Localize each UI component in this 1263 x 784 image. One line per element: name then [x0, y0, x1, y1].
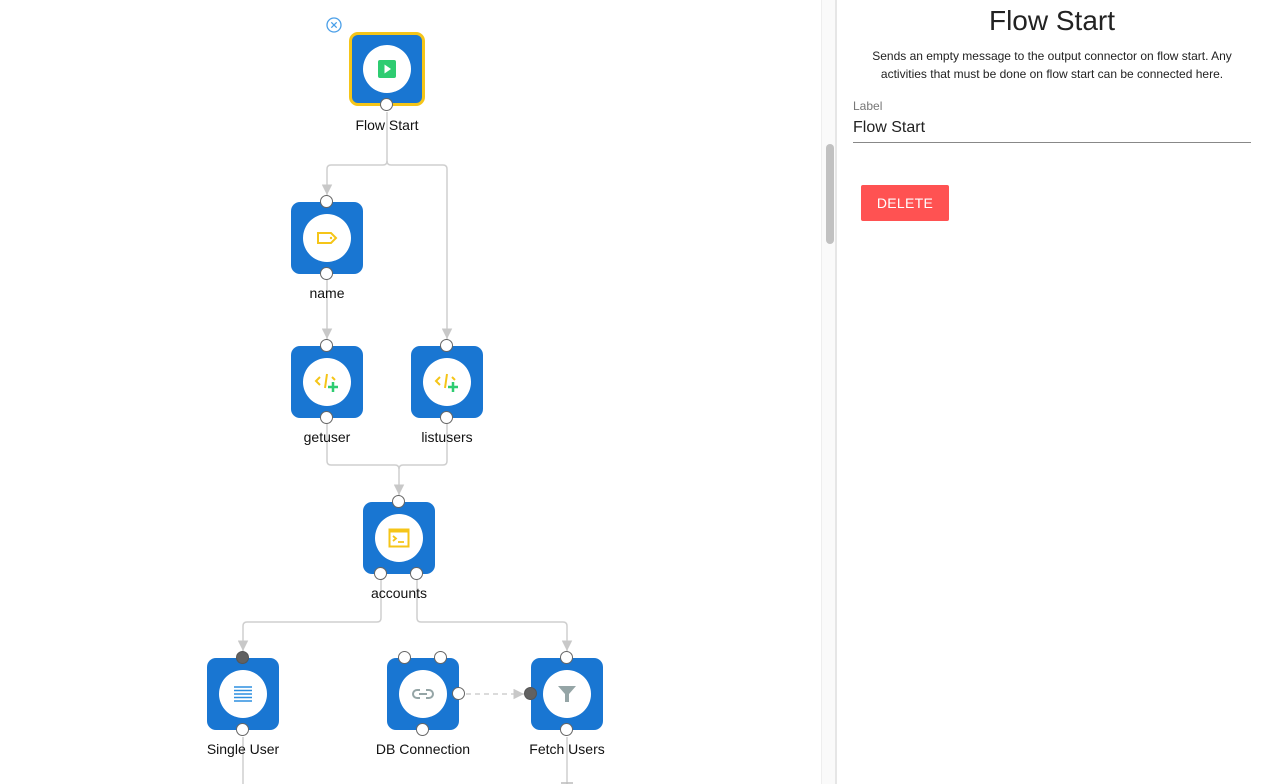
properties-panel: Flow Start Sends an empty message to the…	[837, 0, 1263, 784]
canvas-scrollbar[interactable]	[821, 0, 836, 784]
node-icon-circle	[375, 514, 423, 562]
filter-icon	[558, 686, 576, 702]
label-field[interactable]	[853, 114, 1251, 143]
panel-description: Sends an empty message to the output con…	[872, 49, 1232, 81]
delete-button[interactable]: DELETE	[861, 185, 949, 221]
edge-flowstart-listusers	[386, 160, 453, 339]
node-accounts[interactable]	[363, 502, 435, 574]
node-db-connection[interactable]	[387, 658, 459, 730]
edge-accounts-fetchusers	[416, 580, 573, 651]
terminal-icon	[388, 528, 410, 548]
node-icon-circle	[303, 358, 351, 406]
node-name[interactable]	[291, 202, 363, 274]
play-icon	[378, 60, 396, 78]
output-port[interactable]	[416, 723, 429, 736]
scrollbar-thumb[interactable]	[826, 144, 834, 244]
output-port[interactable]	[236, 723, 249, 736]
output-port[interactable]	[320, 411, 333, 424]
link-icon	[412, 689, 434, 699]
node-icon-circle	[423, 358, 471, 406]
node-icon-circle	[543, 670, 591, 718]
input-port[interactable]	[434, 651, 447, 664]
node-label: name	[309, 285, 345, 301]
node-label: listusers	[421, 429, 473, 445]
close-icon[interactable]	[326, 17, 342, 33]
output-port[interactable]	[410, 567, 423, 580]
output-port[interactable]	[320, 267, 333, 280]
edges-layer	[237, 112, 573, 784]
list-icon	[234, 686, 252, 702]
node-label: Fetch Users	[529, 741, 605, 757]
input-port[interactable]	[560, 651, 573, 664]
node-icon-circle	[363, 45, 411, 93]
input-port[interactable]	[392, 495, 405, 508]
node-getuser[interactable]	[291, 346, 363, 418]
panel-divider	[835, 0, 837, 784]
input-port[interactable]	[524, 687, 537, 700]
edge-accounts-singleuser	[237, 580, 382, 651]
node-fetch-users[interactable]	[531, 658, 603, 730]
node-label: DB Connection	[375, 741, 471, 757]
node-listusers[interactable]	[411, 346, 483, 418]
output-port[interactable]	[440, 411, 453, 424]
input-port[interactable]	[236, 651, 249, 664]
flow-canvas[interactable]: Flow Start name getuser listusers accoun…	[0, 0, 821, 784]
code-add-icon	[314, 373, 338, 392]
panel-title: Flow Start	[988, 5, 1116, 36]
tag-icon	[317, 232, 338, 244]
node-flow-start[interactable]	[349, 32, 425, 106]
node-label: getuser	[303, 429, 351, 445]
node-label: Single User	[206, 741, 280, 757]
node-label: Flow Start	[355, 117, 419, 133]
edge-listusers-accounts	[398, 424, 448, 470]
input-port[interactable]	[320, 195, 333, 208]
code-add-icon	[434, 373, 458, 392]
output-port[interactable]	[374, 567, 387, 580]
node-icon-circle	[399, 670, 447, 718]
input-port[interactable]	[320, 339, 333, 352]
output-port[interactable]	[452, 687, 465, 700]
node-icon-circle	[303, 214, 351, 262]
node-icon-circle	[219, 670, 267, 718]
node-label: accounts	[370, 585, 428, 601]
output-port[interactable]	[380, 98, 393, 111]
input-port[interactable]	[440, 339, 453, 352]
node-single-user[interactable]	[207, 658, 279, 730]
label-field-caption: Label	[853, 99, 883, 113]
input-port[interactable]	[398, 651, 411, 664]
output-port[interactable]	[560, 723, 573, 736]
